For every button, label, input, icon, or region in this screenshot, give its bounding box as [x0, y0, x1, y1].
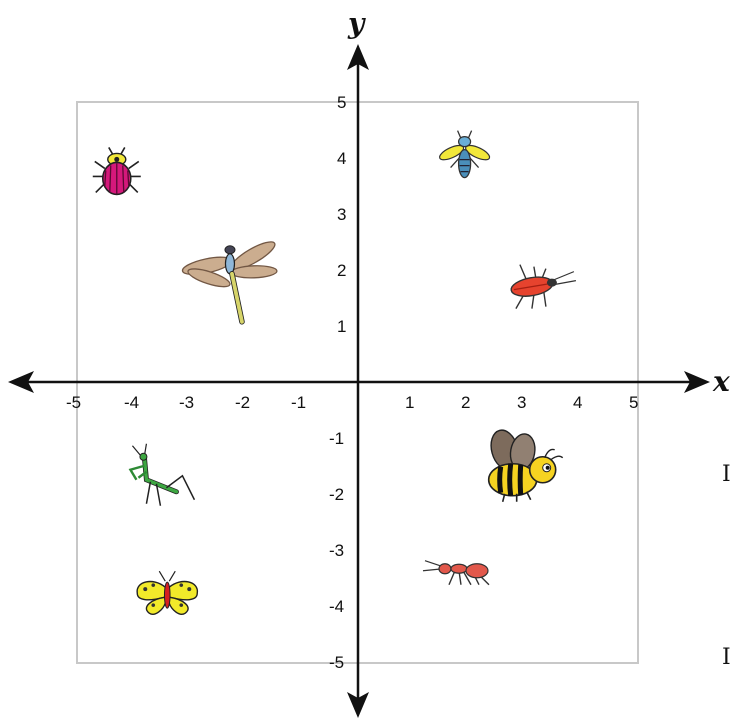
dragonfly-icon: [181, 241, 278, 325]
x-tick-label: 1: [405, 393, 414, 412]
y-tick-label: 4: [337, 149, 346, 168]
x-tick-label: 2: [461, 393, 470, 412]
x-tick-label: 4: [573, 393, 582, 412]
x-axis-right-arrow: [684, 371, 710, 393]
y-tick-label: 3: [337, 205, 346, 224]
ant-icon: [422, 560, 490, 586]
x-tick-label: -5: [66, 393, 81, 412]
edge-glyph: I: [722, 645, 731, 670]
y-tick-label: -3: [329, 541, 344, 560]
y-tick-label: 5: [337, 93, 346, 112]
beetle-icon: [92, 147, 141, 196]
bee-icon: [487, 429, 564, 502]
y-tick-label: -4: [329, 597, 344, 616]
y-tick-label: 2: [337, 261, 346, 280]
y-axis-top-arrow: [347, 44, 369, 70]
firefly-icon: [510, 264, 577, 309]
y-tick-label: 1: [337, 317, 346, 336]
y-tick-label: -5: [329, 653, 344, 672]
butterfly-icon: [136, 570, 198, 615]
x-tick-label: 3: [517, 393, 526, 412]
x-tick-label: -1: [291, 393, 306, 412]
x-axis-left-arrow: [8, 371, 34, 393]
x-tick-label: -4: [124, 393, 139, 412]
edge-glyph: I: [722, 462, 731, 487]
x-tick-labels: -5 -4 -3 -2 -1 1 2 3 4 5: [66, 393, 638, 412]
fly-icon: [439, 130, 491, 179]
y-tick-labels: 5 4 3 2 1 -1 -2 -3 -4 -5: [329, 93, 346, 672]
y-axis-label: y: [347, 7, 366, 40]
x-tick-label: -3: [179, 393, 194, 412]
x-tick-label: 5: [629, 393, 638, 412]
y-tick-label: -2: [329, 485, 344, 504]
x-tick-label: -2: [235, 393, 250, 412]
y-axis-bottom-arrow: [347, 692, 369, 718]
y-tick-label: -1: [329, 429, 344, 448]
mantis-icon: [128, 443, 196, 506]
x-axis-label: x: [712, 365, 730, 398]
